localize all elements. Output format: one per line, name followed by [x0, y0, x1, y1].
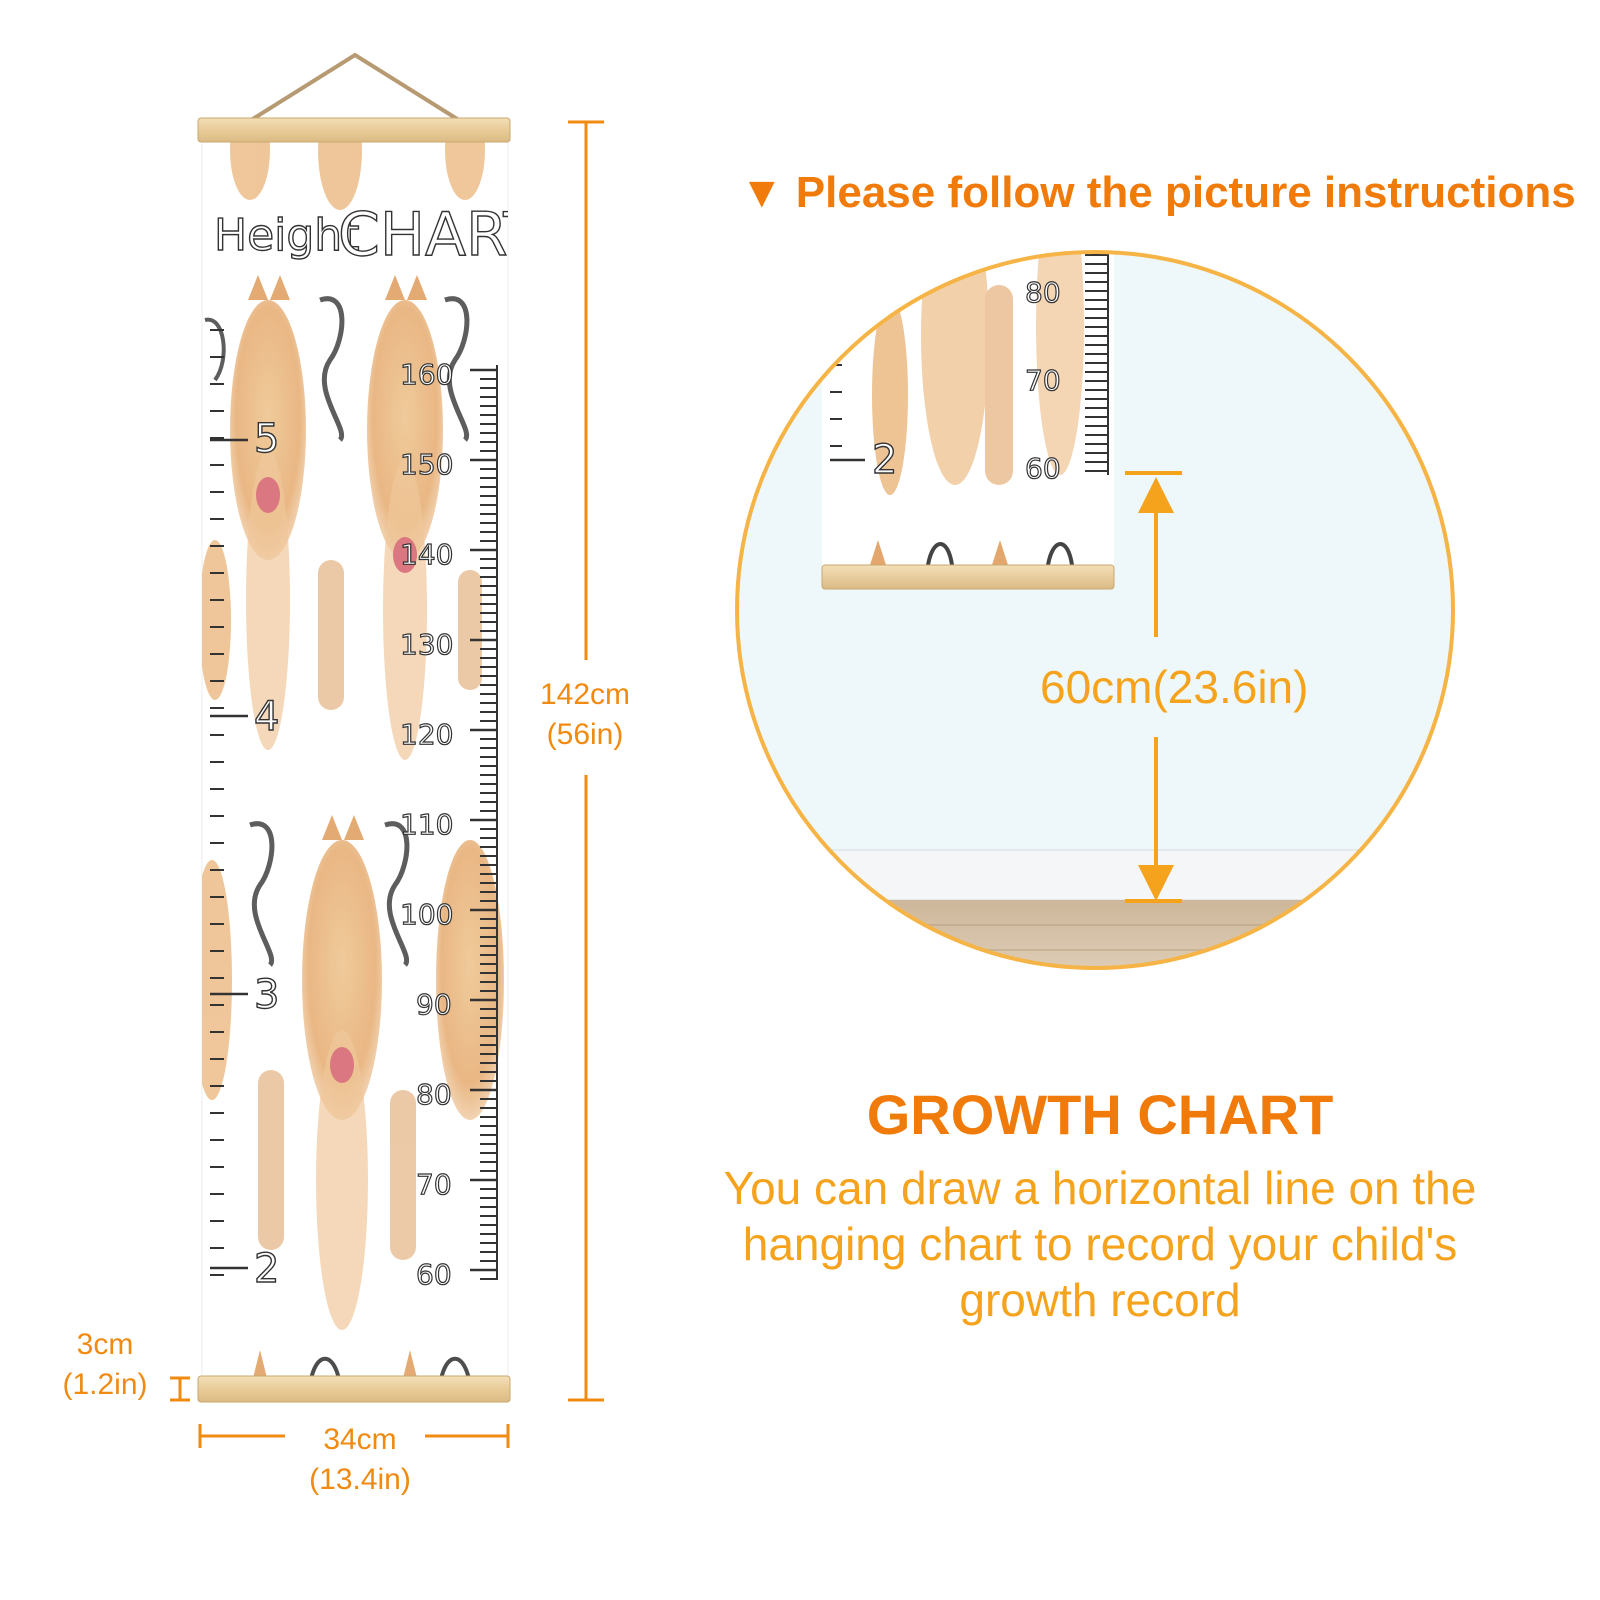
inset-ft-label: 2: [872, 437, 897, 483]
floor: [737, 900, 1453, 968]
height-dimension: [568, 120, 604, 1402]
bottom-bar-dimension: [170, 1376, 190, 1402]
ft-label: 4: [254, 694, 279, 740]
ft-ruler-labels: 5 4 3 2: [253, 415, 280, 1292]
bottom-cm: 3cm: [76, 1328, 134, 1361]
ft-label: 3: [254, 972, 279, 1018]
cm-label: 130: [400, 628, 453, 661]
bottom-bar-dimension-label: 3cm (1.2in): [40, 1325, 170, 1405]
ft-ruler-ticks: [210, 329, 248, 1276]
growth-chart-description: You can draw a horizontal line on the ha…: [723, 1162, 1477, 1326]
baseboard: [737, 849, 1453, 901]
chart-title-chart: CHART: [338, 200, 540, 270]
installation-diagram: 80 70 60 2: [735, 250, 1455, 970]
instructions-heading: ▼ Please follow the picture instructions: [740, 168, 1576, 217]
hanging-rope: [246, 52, 464, 124]
height-dimension-label: 142cm (56in): [520, 675, 650, 755]
bottom-wood-bar: [197, 1375, 511, 1403]
hanging-growth-chart: Height CHART 160 150 140 130 120 110 100…: [170, 52, 604, 1448]
inset-cm-label: 80: [1025, 276, 1061, 309]
cm-label: 60: [416, 1258, 452, 1291]
top-wood-bar: [197, 117, 511, 143]
diagram-circle-border: [735, 250, 1455, 970]
cm-label: 140: [400, 538, 453, 571]
cm-label: 100: [400, 898, 453, 931]
inset-wood-bar: [821, 564, 1115, 590]
cm-label: 160: [400, 358, 453, 391]
cm-label: 90: [416, 988, 452, 1021]
inset-cm-label: 70: [1025, 364, 1061, 397]
cm-label: 110: [400, 808, 453, 841]
width-cm: 34cm: [323, 1423, 397, 1456]
mounting-height-label: 60cm(23.6in): [1040, 661, 1309, 713]
height-in: (56in): [546, 718, 624, 751]
inset-ruler-ticks: [830, 252, 1109, 475]
ft-label: 2: [254, 1246, 279, 1292]
bottom-in: (1.2in): [62, 1368, 148, 1401]
dog-illustrations: [202, 138, 504, 1380]
chart-title-height: Height: [214, 210, 359, 261]
cm-ruler-labels: 160 150 140 130 120 110 100 90 80 70 60: [399, 357, 454, 1291]
cm-label: 70: [416, 1168, 452, 1201]
cm-label: 120: [400, 718, 453, 751]
width-in: (13.4in): [309, 1463, 411, 1496]
growth-chart-title: GROWTH CHART: [866, 1083, 1334, 1146]
cm-label: 80: [416, 1078, 452, 1111]
inset-cm-label: 60: [1025, 452, 1061, 485]
cm-label: 150: [400, 448, 453, 481]
height-cm: 142cm: [539, 678, 631, 711]
width-dimension: [198, 1424, 510, 1448]
cm-ruler-ticks: [470, 365, 498, 1280]
distance-arrow: [1125, 471, 1182, 903]
ft-label: 5: [254, 416, 279, 462]
width-dimension-label: 34cm (13.4in): [270, 1420, 450, 1500]
